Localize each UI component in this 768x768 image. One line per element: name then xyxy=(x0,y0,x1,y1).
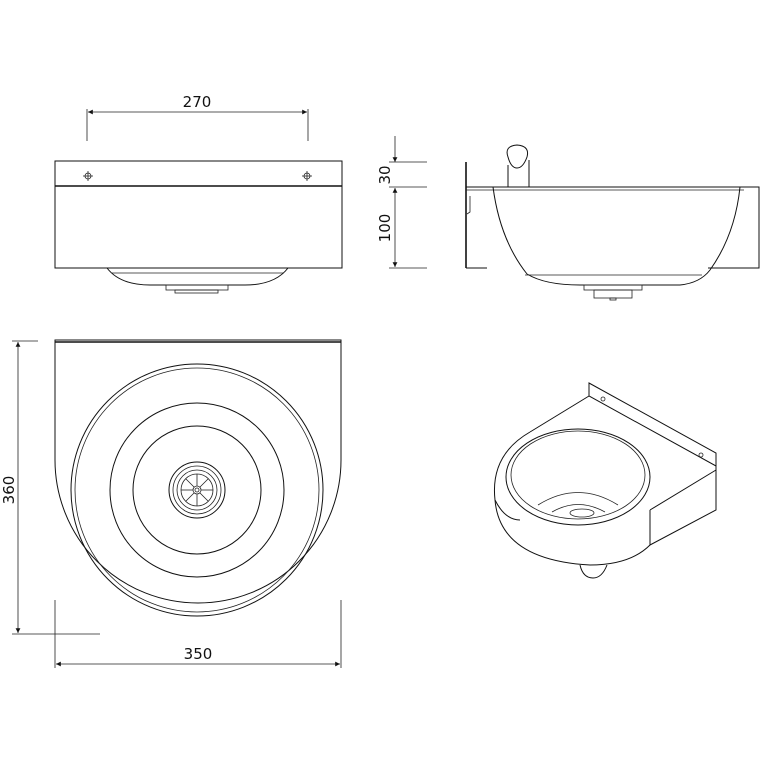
dim-label-350: 350 xyxy=(184,645,213,663)
dim-label-30: 30 xyxy=(376,165,394,184)
mounting-hole-icon xyxy=(302,171,312,181)
side-view: 30 100 xyxy=(376,136,760,301)
dim-label-100: 100 xyxy=(376,214,394,243)
isometric-view xyxy=(493,382,717,579)
dim-label-270: 270 xyxy=(183,93,212,111)
mounting-hole-icon xyxy=(83,171,93,181)
top-view: 360 350 xyxy=(0,339,342,668)
dim-label-360: 360 xyxy=(0,476,18,505)
dimension-350: 350 xyxy=(54,600,342,668)
drain-icon xyxy=(583,284,643,301)
tap-icon xyxy=(506,144,530,187)
dimension-30-100: 30 100 xyxy=(376,136,427,269)
dimension-270: 270 xyxy=(86,93,309,141)
drain-strainer-icon xyxy=(168,461,226,519)
front-view: 270 xyxy=(54,93,343,294)
dimension-360: 360 xyxy=(0,340,100,635)
